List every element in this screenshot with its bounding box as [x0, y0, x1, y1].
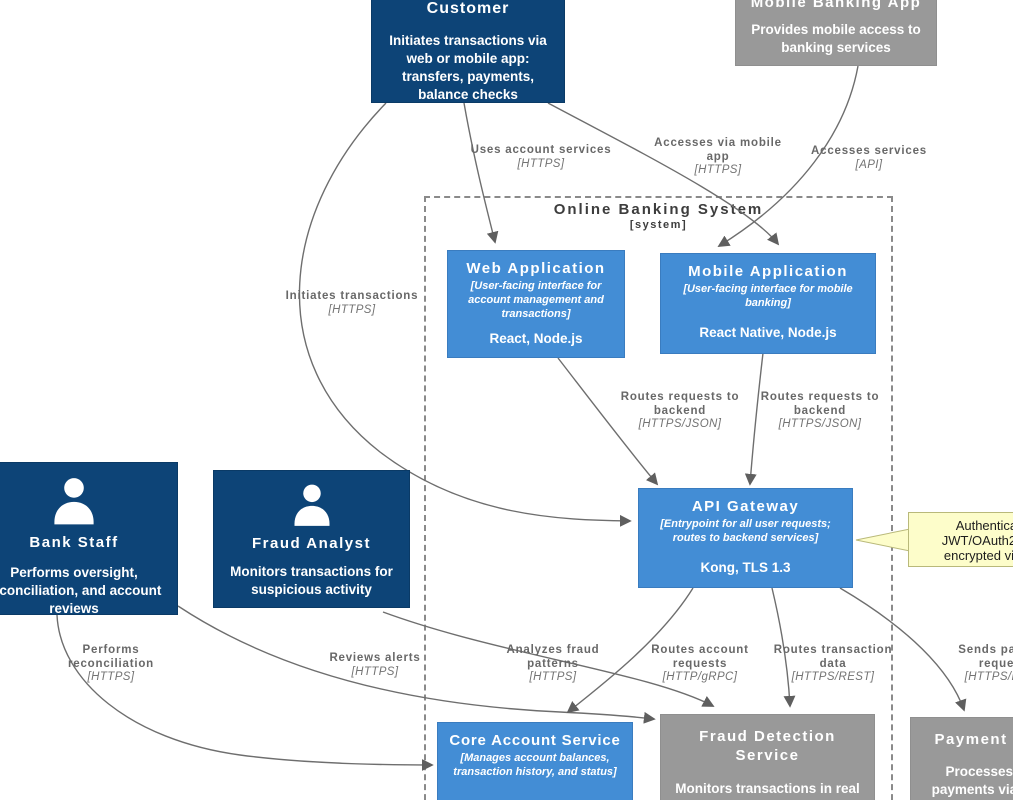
edge-label-reviews-alerts: Reviews alerts [HTTPS]: [329, 652, 420, 679]
edge-label-technology: [HTTPS/REST]: [964, 671, 1013, 683]
node-bank-staff: Bank Staff Performs oversight, reconcili…: [0, 462, 178, 616]
node-subtitle: [Entrypoint for all user requests; route…: [660, 518, 831, 544]
node-technology: React Native, Node.js: [699, 325, 837, 340]
edge-customer-mobileapp: [547, 102, 780, 246]
edge-label-text: Routes account requests: [651, 644, 749, 670]
edge-label-text: Routes requests to backend: [620, 391, 740, 417]
node-core-account-service: Core Account Service [Manages account ba…: [437, 722, 633, 800]
edge-label-performs-reconciliation: Performs reconciliation [HTTPS]: [49, 644, 174, 685]
node-technology: React, Node.js: [489, 331, 583, 346]
edge-mba-mobileapp: [717, 65, 859, 247]
edge-label-text: Accesses services: [811, 145, 927, 157]
node-subtitle: [User-facing interface for mobile bankin…: [683, 283, 853, 309]
edge-label-technology: [HTTP/gRPC]: [662, 671, 738, 683]
node-title: Mobile Banking App: [750, 0, 922, 11]
node-description: Performs oversight, reconciliation, and …: [0, 565, 162, 616]
node-description: Monitors transactions in real time: [675, 781, 860, 800]
edge-label-routes-account-requests: Routes account requests [HTTP/gRPC]: [640, 644, 760, 685]
person-icon: [294, 484, 329, 526]
edge-label-technology: [HTTPS]: [529, 671, 577, 683]
edge-label-text: Initiates transactions: [285, 290, 419, 302]
edge-label-text: Routes transaction data: [773, 644, 893, 670]
edge-apigateway-coreaccount: [566, 587, 694, 714]
edge-label-technology: [HTTPS]: [87, 671, 135, 683]
edge-apigateway-frauddetection: [771, 587, 796, 708]
security-note: Authentication via JWT/OAuth2. All traff…: [908, 512, 1013, 567]
node-subtitle: [Manages account balances, transaction h…: [453, 752, 617, 778]
edge-mobileapp-apigateway: [744, 352, 764, 486]
node-title: Core Account Service: [449, 732, 621, 749]
edge-label-technology: [HTTPS/JSON]: [638, 418, 722, 430]
system-boundary: Online Banking System [system]: [424, 196, 893, 800]
edge-label-text: Accesses via mobile app: [654, 137, 782, 163]
edge-label-sends-payment-requests: Sends payment requests [HTTPS/REST]: [949, 644, 1013, 685]
node-title: Bank Staff: [29, 534, 119, 551]
edge-label-routes-transaction-data: Routes transaction data [HTTPS/REST]: [766, 644, 901, 685]
edge-bankstaff-coreaccount: [56, 614, 434, 771]
node-fraud-analyst: Fraud Analyst Monitors transactions for …: [213, 470, 410, 608]
node-subtitle: [User-facing interface for account manag…: [468, 280, 604, 320]
note-callout-beak: [855, 528, 911, 552]
edge-label-routes-requests-web: Routes requests to backend [HTTPS/JSON]: [606, 391, 754, 432]
node-description: Provides mobile access to banking servic…: [751, 22, 921, 55]
node-description: Initiates transactions via web or mobile…: [389, 33, 547, 102]
person-icon: [54, 478, 94, 525]
boundary-title: Online Banking System: [553, 201, 764, 218]
edge-label-text: Sends payment requests: [958, 644, 1013, 670]
node-title: Web Application: [466, 260, 606, 277]
node-description: Processes outgoing payments via third-pa…: [931, 764, 1013, 797]
edge-label-text: Reviews alerts: [329, 652, 421, 664]
edge-bankstaff-frauddetection: [177, 605, 656, 724]
node-mobile-application: Mobile Application [User-facing interfac…: [660, 253, 876, 354]
node-title: API Gateway: [691, 498, 800, 515]
edge-label-routes-requests-mobile: Routes requests to backend [HTTPS/JSON]: [746, 391, 894, 432]
node-title: Fraud Analyst: [252, 535, 371, 552]
edge-label-technology: [HTTPS/JSON]: [778, 418, 862, 430]
node-fraud-detection-service: Fraud Detection Service Monitors transac…: [660, 714, 875, 800]
edge-label-accesses-via-mobile-app: Accesses via mobile app [HTTPS]: [648, 137, 788, 178]
edge-fraudanalyst-frauddetection: [382, 611, 715, 707]
edge-label-analyzes-fraud-patterns: Analyzes fraud patterns [HTTPS]: [498, 644, 608, 685]
node-web-application: Web Application [User-facing interface f…: [447, 250, 625, 358]
node-technology: Kong, TLS 1.3: [700, 560, 791, 575]
edge-apigateway-paymentgateway: [839, 587, 967, 712]
edge-label-initiates-transactions: Initiates transactions [HTTPS]: [286, 290, 419, 317]
node-payment-gateway: Payment Gateway Processes outgoing payme…: [910, 717, 1013, 800]
edge-customer-apigateway: [298, 102, 632, 527]
edge-label-text: Analyzes fraud patterns: [506, 644, 600, 670]
edge-webapp-apigateway: [557, 357, 659, 486]
node-title: Fraud Detection Service: [699, 728, 836, 764]
edge-customer-webapp: [463, 102, 499, 244]
edge-label-technology: [HTTPS]: [351, 665, 399, 678]
edge-label-technology: [HTTPS]: [517, 157, 565, 170]
node-title: Mobile Application: [688, 263, 848, 280]
security-note-text: Authentication via JWT/OAuth2. All traff…: [941, 518, 1013, 563]
edge-label-text: Routes requests to backend: [760, 391, 880, 417]
edge-label-technology: [HTTPS]: [694, 164, 742, 176]
edge-label-text: Performs reconciliation: [68, 644, 154, 670]
node-mobile-banking-app: Mobile Banking App Provides mobile acces…: [735, 0, 937, 66]
node-title: Customer: [426, 0, 510, 17]
edge-label-text: Uses account services: [470, 144, 612, 156]
boundary-subtitle: [system]: [629, 219, 688, 231]
edge-label-uses-account-services: Uses account services [HTTPS]: [471, 144, 612, 171]
node-customer: Customer Initiates transactions via web …: [371, 0, 565, 103]
edge-label-technology: [HTTPS/REST]: [791, 671, 875, 683]
node-api-gateway: API Gateway [Entrypoint for all user req…: [638, 488, 853, 588]
edge-label-technology: [HTTPS]: [328, 303, 376, 316]
edge-label-technology: [API]: [855, 158, 883, 171]
node-description: Monitors transactions for suspicious act…: [230, 564, 393, 597]
edge-label-accesses-services: Accesses services [API]: [811, 145, 927, 172]
node-title: Payment Gateway: [934, 731, 1013, 748]
